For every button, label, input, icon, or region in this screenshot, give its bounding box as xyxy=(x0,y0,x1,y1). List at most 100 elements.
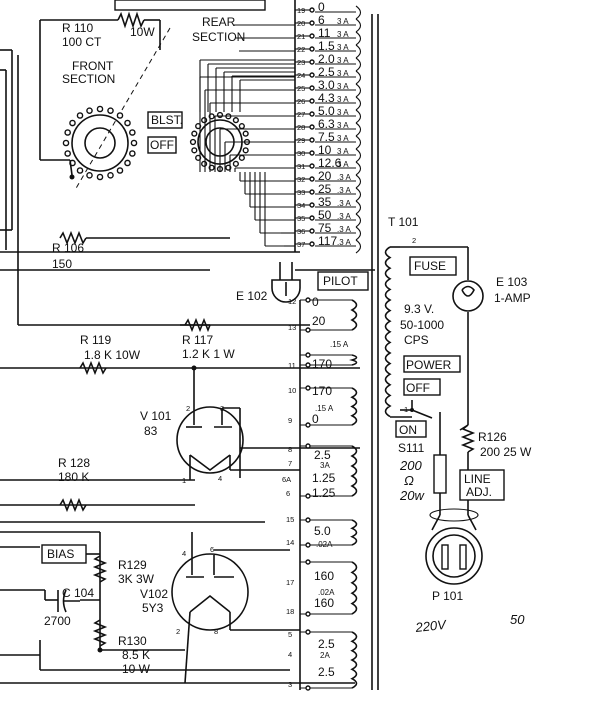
tap-voltage: 4.3 xyxy=(318,91,335,105)
tap-pin: 31 xyxy=(297,162,305,171)
tap-row: 33 25 .3 A xyxy=(272,182,362,202)
v102-pin-2: 2 xyxy=(176,627,180,636)
v101-pin-3: 3 xyxy=(220,404,224,413)
transformer-name: T 101 xyxy=(388,215,419,229)
front-section-contact xyxy=(96,173,104,181)
tap-current: 3 A xyxy=(337,121,349,130)
front-section-label-1: FRONT xyxy=(72,59,114,73)
tap-current: .3 A xyxy=(337,225,351,234)
tap-voltage: 12.6 xyxy=(318,156,342,170)
front-section-contact xyxy=(124,159,131,167)
front-section-contact xyxy=(116,167,124,174)
v102-type: 5Y3 xyxy=(142,601,164,615)
tap-current: 3 A xyxy=(337,56,349,65)
r128-name: R 128 xyxy=(58,456,90,470)
off-label: OFF xyxy=(150,138,174,152)
tap-current: .3 A xyxy=(337,212,351,221)
primary-circuit: FUSE E 103 1-AMP POWER OFF ON S111 R126 … xyxy=(395,246,532,603)
tap-pin: 21 xyxy=(297,32,305,41)
front-section-contact xyxy=(76,112,84,119)
v101-type: 83 xyxy=(144,424,158,438)
v102-pin-6: 6 xyxy=(210,545,214,554)
tap-voltage: 0 xyxy=(318,0,325,14)
tap-voltage: 7.5 xyxy=(318,130,335,144)
front-section-contact xyxy=(130,139,138,147)
front-section-contact xyxy=(76,167,84,174)
left-bus-wires xyxy=(0,49,360,684)
r117-value: 1.2 K 1 W xyxy=(182,347,235,361)
tap-current: .3 A xyxy=(337,199,351,208)
w13-voltage: 20 xyxy=(312,314,326,328)
v101-pin-2: 2 xyxy=(186,404,190,413)
tap-voltage: 50 xyxy=(318,208,332,222)
w6-voltage: 1.25 xyxy=(312,486,336,500)
w10-voltage: 170 xyxy=(312,384,332,398)
rear-section-label-2: SECTION xyxy=(192,30,245,44)
lamp-name: E 103 xyxy=(496,275,528,289)
r106-value: 150 xyxy=(52,257,72,271)
winding-coil xyxy=(300,559,358,617)
r106-name: R 106 xyxy=(52,241,84,255)
winding-coil xyxy=(300,297,358,333)
pin-15: 15 xyxy=(286,515,294,524)
v101-name: V 101 xyxy=(140,409,172,423)
line-adj-label-1: LINE xyxy=(464,472,491,486)
rear-section-contact xyxy=(189,138,197,146)
rear-section-contact xyxy=(195,154,202,161)
tap-pin: 29 xyxy=(297,136,305,145)
tap-voltage: 11 xyxy=(318,26,331,40)
tap-pin: 22 xyxy=(297,45,305,54)
front-section-switch: FRONT SECTION xyxy=(62,27,171,191)
pin-4: 4 xyxy=(288,650,292,659)
tap-pin: 19 xyxy=(297,6,305,15)
r110-value: 100 CT xyxy=(62,35,102,49)
front-section-contact xyxy=(129,129,136,136)
tap-voltage: 35 xyxy=(318,195,332,209)
rear-section-switch: REAR SECTION BLST. OFF xyxy=(147,15,295,247)
pin-6: 6 xyxy=(286,489,290,498)
r130-rating: 10 W xyxy=(122,662,151,676)
winding-coil xyxy=(300,352,358,368)
tap-current: .3 A xyxy=(337,186,351,195)
tap-current: 3 A xyxy=(337,160,349,169)
winding-coil xyxy=(300,517,358,548)
r119-r117-resistors: R 119 1.8 K 10W R 117 1.2 K 1 W xyxy=(79,317,235,376)
blst-label: BLST. xyxy=(151,113,183,127)
tap-voltage: 6.3 xyxy=(318,117,335,131)
front-section-contact xyxy=(107,107,114,114)
line-adj-label-2: ADJ. xyxy=(466,485,492,499)
rear-section-contact xyxy=(238,154,245,161)
v101-pin-1: 1 xyxy=(182,476,186,485)
tap-pin: 33 xyxy=(297,188,305,197)
pin-6a: 6A xyxy=(282,475,291,484)
r129-name: R129 xyxy=(118,558,147,572)
rear-section-contact xyxy=(191,130,198,137)
pin-10: 10 xyxy=(288,386,296,395)
w6a-voltage: 1.25 xyxy=(312,471,336,485)
pilot-label: PILOT xyxy=(323,274,358,288)
w9-voltage: 0 xyxy=(312,412,319,426)
tap-current: 3 A xyxy=(337,69,349,78)
tap-current: 3 A xyxy=(337,134,349,143)
front-section-contact xyxy=(124,119,131,127)
tap-voltage: 2.5 xyxy=(318,65,335,79)
v102-tube: 4 6 2 8 V102 5Y3 xyxy=(140,532,300,684)
tap-voltage: 25 xyxy=(318,182,332,196)
rear-section-contact xyxy=(232,160,239,167)
hand-note-5: 50 xyxy=(510,612,525,627)
r128-value: 180 K xyxy=(58,470,89,484)
front-section-contact xyxy=(86,107,93,114)
r126-name: R126 xyxy=(478,430,507,444)
r129-value: 3K 3W xyxy=(118,572,155,586)
bias-network: BIAS R129 3K 3W C 104 2700 R130 8.5 K 10… xyxy=(41,532,185,676)
